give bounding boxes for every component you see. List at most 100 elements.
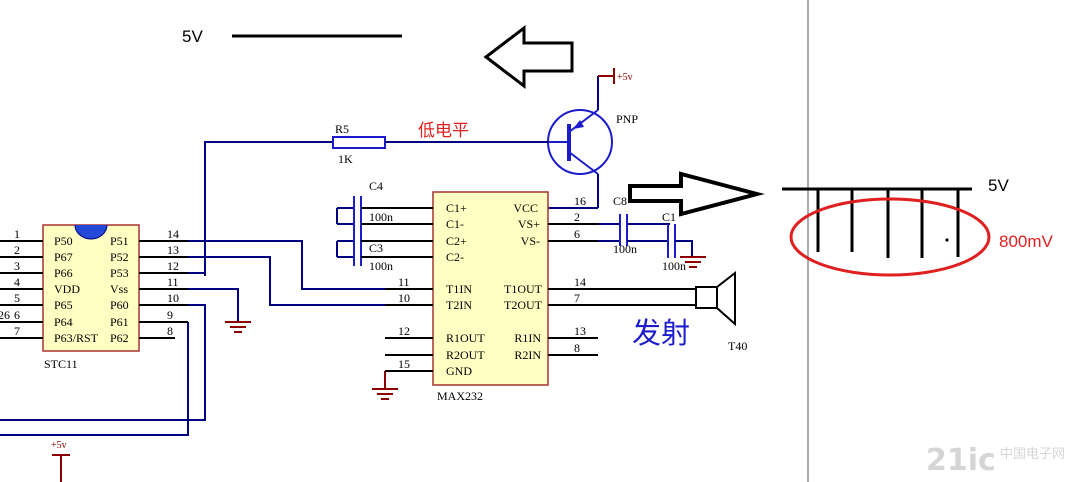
stc11-name: STC11 <box>44 357 78 371</box>
stc11-ground-symbol <box>188 288 251 333</box>
stc11-pin-vdd: VDD <box>54 282 80 296</box>
max232-left-pins <box>385 207 433 372</box>
capacitor-c3-plates <box>353 231 362 266</box>
max232-pin-r2in: R2IN <box>514 348 541 362</box>
max232-pin-vsp: VS+ <box>518 217 540 231</box>
stc11-pin-vss: Vss <box>110 282 128 296</box>
capacitor-c3 <box>336 240 354 258</box>
max232-pin-t2in: T2IN <box>446 298 472 312</box>
max232-num-8: 8 <box>574 341 580 355</box>
max232-pin-t1out: T1OUT <box>504 282 543 296</box>
c1-ref: C1 <box>662 210 676 224</box>
stc11-left-pins <box>0 240 43 339</box>
c1-to-gnd <box>675 240 693 256</box>
stc11-num-1: 1 <box>14 227 20 241</box>
stc11-pin-p50: P50 <box>54 234 73 248</box>
speaker-body <box>695 286 718 309</box>
stc11-pin-p62: P62 <box>110 331 129 345</box>
c1-value: 100n <box>662 259 686 273</box>
wire-p51-to-t1in <box>188 240 385 290</box>
stc11-num-10: 10 <box>167 291 179 305</box>
stc11-num-9: 9 <box>167 308 173 322</box>
max232-pin-r2out: R2OUT <box>446 348 485 362</box>
stc11-num-3: 3 <box>14 259 20 273</box>
pulse-dot <box>945 238 949 242</box>
right-arrow <box>628 171 765 217</box>
stc11-num-4: 4 <box>14 275 20 289</box>
stc11-pin-p61: P61 <box>110 315 129 329</box>
max232-right-pins <box>548 223 598 356</box>
c4-ref: C4 <box>369 179 383 193</box>
stc11-num-6: 6 <box>14 308 20 322</box>
wire-p52-to-t2in <box>188 256 385 306</box>
stc11-num-7: 7 <box>14 324 20 338</box>
stc11-num-13: 13 <box>167 243 179 257</box>
speaker-cone <box>716 270 736 327</box>
max232-pin-c1m: C1- <box>446 217 464 231</box>
speaker-ref: T40 <box>728 339 747 353</box>
max232-pin-vcc: VCC <box>513 201 538 215</box>
max232-pin-r1in: R1IN <box>514 331 541 345</box>
r5-left-wire <box>204 141 333 276</box>
max232-num-6: 6 <box>574 227 580 241</box>
capacitor-c1 <box>667 224 676 258</box>
max232-pin-c1p: C1+ <box>446 201 467 215</box>
stc11-num-8: 8 <box>167 324 173 338</box>
r5-value: 1K <box>338 152 353 166</box>
max232-pin-gnd: GND <box>446 364 472 378</box>
max232-num-13: 13 <box>574 324 586 338</box>
stc11-chip <box>42 224 140 352</box>
stc11-num-2: 2 <box>14 243 20 257</box>
stc11-pin-p52: P52 <box>110 250 129 264</box>
max232-ground-symbol <box>372 371 398 400</box>
capacitor-c4 <box>336 207 354 225</box>
max232-num-12: 12 <box>398 324 410 338</box>
watermark-logo: 21ic <box>926 443 996 478</box>
max232-num-2: 2 <box>574 210 580 224</box>
right-5v-label: 5V <box>988 176 1009 195</box>
max232-pin-t1in: T1IN <box>446 282 472 296</box>
max232-num-16: 16 <box>574 194 586 208</box>
measure-label: 800mV <box>999 232 1054 251</box>
measure-circle <box>789 197 991 277</box>
stc11-notch <box>74 224 108 240</box>
bottom-supply-symbol <box>52 454 70 482</box>
max232-num-10: 10 <box>398 291 410 305</box>
r5-ref: R5 <box>335 122 349 136</box>
pnp-supply-label: +5v <box>617 72 633 83</box>
stc11-partial-c26: C26 <box>0 308 10 322</box>
max232-name: MAX232 <box>437 389 483 403</box>
stc11-pin-p67: P67 <box>54 250 73 264</box>
stc11-right-pins <box>139 240 188 339</box>
stc11-pin-p53: P53 <box>110 266 129 280</box>
stc11-num-12: 12 <box>167 259 179 273</box>
max232-pin-t2out: T2OUT <box>504 298 543 312</box>
max232-pin-vsm: VS- <box>521 234 540 248</box>
stc11-pin-p51: P51 <box>110 234 129 248</box>
watermark-text: 中国电子网 <box>1000 447 1065 462</box>
capacitor-c4-plates <box>353 196 362 236</box>
c8-ref: C8 <box>613 194 627 208</box>
stc11-num-11: 11 <box>167 275 179 289</box>
top-5v-label: 5V <box>182 27 203 46</box>
c8-value: 100n <box>613 242 637 256</box>
c3-ref: C3 <box>369 241 383 255</box>
stc11-pin-p65: P65 <box>54 298 73 312</box>
max232-num-15: 15 <box>398 357 410 371</box>
c4-value: 100n <box>369 210 393 224</box>
pnp-collector <box>568 151 599 175</box>
max232-num-7: 7 <box>574 291 580 305</box>
right-ground-symbol <box>680 256 706 268</box>
max232-chip <box>432 191 549 386</box>
stc11-pin-p66: P66 <box>54 266 73 280</box>
watermark: 21ic 中国电子网 <box>926 443 1065 478</box>
r5-resistor <box>332 136 386 149</box>
max232-pin-r1out: R1OUT <box>446 331 485 345</box>
max232-num-14: 14 <box>574 275 586 289</box>
stc11-num-14: 14 <box>167 227 179 241</box>
stc11-pin-p60: P60 <box>110 298 129 312</box>
max232-pin-c2p: C2+ <box>446 234 467 248</box>
stc11-pin-p64: P64 <box>54 315 73 329</box>
bottom-supply-label: +5v <box>51 440 67 451</box>
